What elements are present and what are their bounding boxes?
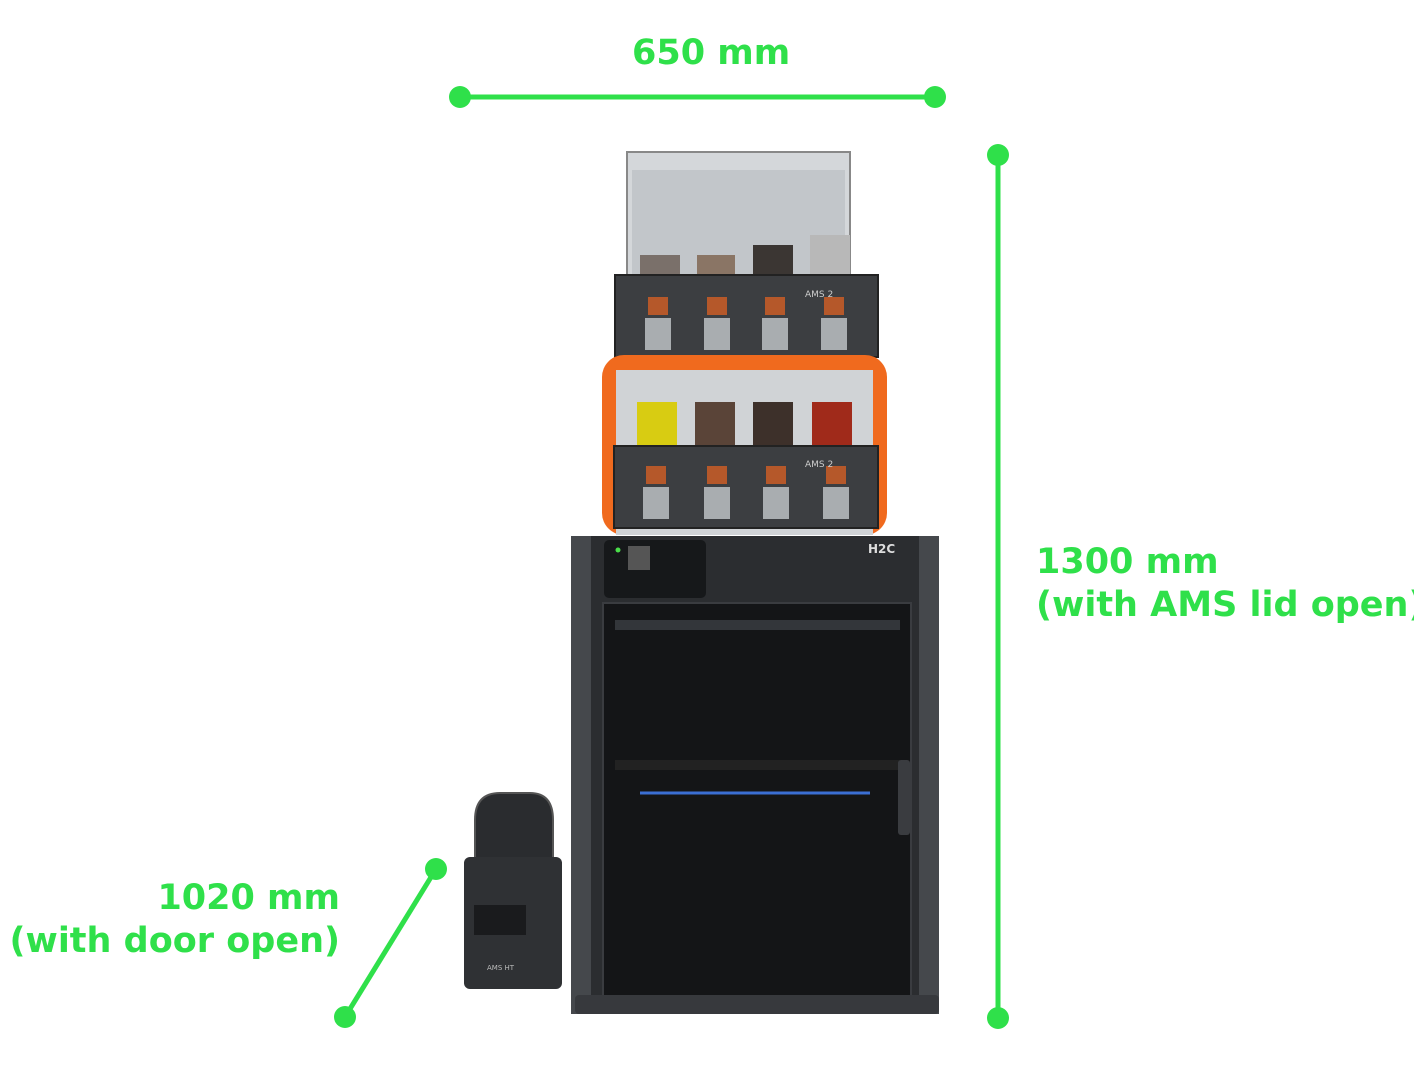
ams-upper-logo: AMS 2: [805, 290, 833, 300]
lower-ams-unit: AMS 2: [602, 355, 887, 535]
printer-logo: H2C: [868, 542, 895, 556]
printer-body: H2C: [571, 536, 939, 1014]
depth-dimension-line: [334, 858, 447, 1028]
door-handle: [898, 760, 910, 835]
width-dimension-line: [449, 86, 946, 108]
ams-ht-unit: AMS HT: [464, 792, 562, 989]
filament-spools-upper: [640, 235, 850, 277]
printer-door: [602, 602, 912, 999]
filament-spools-lower: [637, 402, 852, 446]
height-label: 1300 mm: [1036, 542, 1219, 582]
ams-ht-logo: AMS HT: [487, 964, 515, 972]
height-dimension-line: [987, 144, 1009, 1029]
upper-ams-unit: AMS 2: [614, 151, 879, 358]
depth-label: 1020 mm: [157, 878, 340, 918]
depth-note: (with door open): [9, 921, 340, 961]
height-note: (with AMS lid open): [1036, 585, 1414, 625]
ams-lower-logo: AMS 2: [805, 460, 833, 470]
width-label: 650 mm: [632, 33, 791, 73]
